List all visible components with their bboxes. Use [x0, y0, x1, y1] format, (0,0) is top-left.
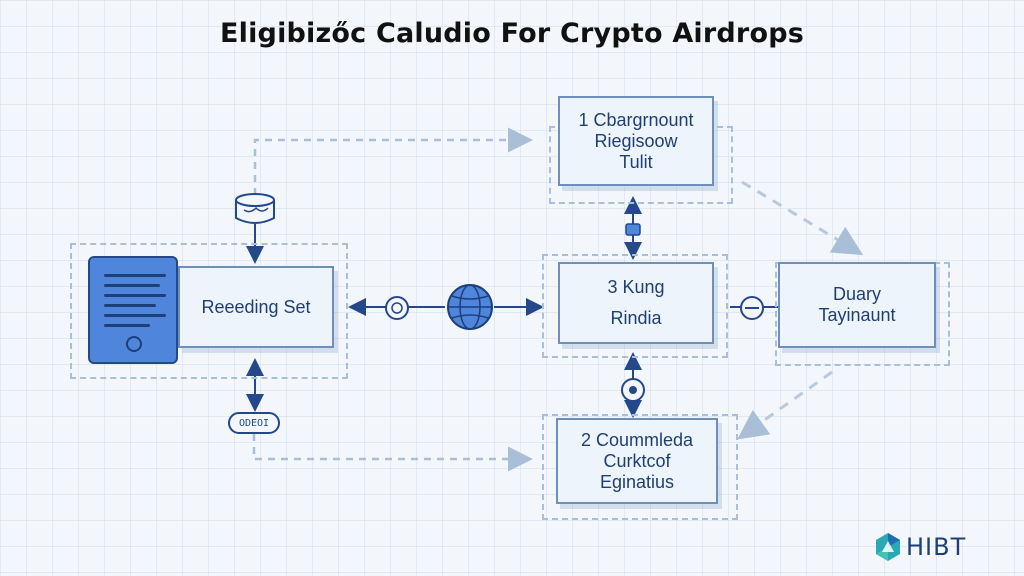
coin-icon-right — [740, 296, 764, 320]
pill-badge: ODEOI — [228, 412, 280, 434]
document-icon — [88, 256, 178, 364]
node-bottom: 2 Coummleda Curktcof Eginatius — [556, 418, 718, 504]
node-center-line-1: 3 Kung — [607, 277, 665, 297]
pill-badge-label: ODEOI — [238, 417, 270, 429]
node-center: 3 Kung Rindia — [558, 262, 714, 344]
node-bottom-line-2: Curktcof — [603, 450, 671, 471]
node-top-line-1: 1 Cbargrnount — [578, 109, 694, 130]
coin-icon-left — [385, 296, 409, 320]
cylinder-icon — [235, 193, 275, 224]
node-reading-set: Reeeding Set — [178, 266, 334, 348]
brand-logo: HIBT — [874, 532, 966, 562]
node-top-line-3: Tulit — [619, 151, 653, 172]
node-bottom-line-1: 2 Coummleda — [580, 429, 694, 450]
connector-right-to-bottom — [737, 370, 833, 440]
coin-icon-bottom — [621, 378, 645, 402]
hexagon-logo-icon — [876, 533, 900, 561]
diagram-title: Eligibizőc Caludio For Crypto Airdrops — [219, 18, 804, 49]
node-bottom-line-3: Eginatius — [599, 471, 675, 492]
node-right: Duary Tayinaunt — [778, 262, 936, 348]
node-top: 1 Cbargrnount Riegisoow Tulit — [558, 96, 714, 186]
node-top-line-2: Riegisoow — [594, 130, 678, 151]
connector-pill-to-bottom — [252, 434, 533, 472]
connector-top-to-right — [741, 180, 864, 256]
node-reading-set-label: Reeeding Set — [201, 296, 311, 317]
node-right-line-2: Tayinaunt — [818, 305, 896, 325]
frame-center — [542, 254, 728, 358]
node-center-line-2: Rindia — [610, 308, 662, 328]
connector-doc-to-top — [253, 127, 533, 195]
frame-left — [70, 243, 348, 379]
lock-icon — [625, 223, 641, 236]
node-right-line-1: Duary — [832, 284, 881, 304]
brand-logo-text: HIBT — [906, 533, 967, 561]
frame-bottom — [542, 414, 738, 520]
globe-icon — [447, 284, 493, 330]
